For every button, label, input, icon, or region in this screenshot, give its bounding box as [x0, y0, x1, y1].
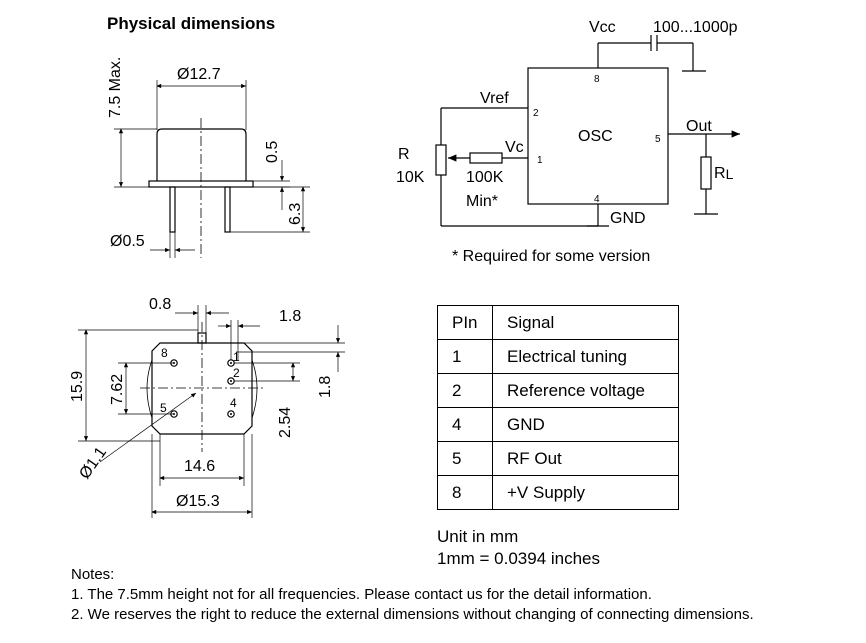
hole-diameter-label: Ø1.1 — [76, 444, 110, 482]
pin-spacing-y2-label: 1.8 — [317, 376, 334, 398]
signal-cell: Electrical tuning — [492, 339, 679, 374]
bottom-pin-5: 5 — [160, 401, 167, 415]
signal-cell: Reference voltage — [492, 373, 679, 408]
pin-cell: 2 — [437, 373, 493, 408]
load-label: RL — [714, 165, 734, 182]
pot-label: R — [398, 146, 410, 163]
pin-diameter-label: Ø0.5 — [110, 233, 145, 250]
bottom-pin-1: 1 — [233, 350, 240, 364]
table-row: 1 Electrical tuning — [437, 339, 679, 374]
gnd-label: GND — [610, 210, 646, 227]
pin-header: PIn — [437, 305, 493, 340]
table-row: 8 +V Supply — [437, 475, 679, 510]
page-title: Physical dimensions — [107, 14, 275, 33]
pin-table-header: PIn Signal — [437, 305, 679, 340]
pin-cell: 4 — [437, 407, 493, 442]
pin-cell: 1 — [437, 339, 493, 374]
note-item: 2. We reserves the right to reduce the e… — [71, 606, 754, 623]
side-view — [114, 80, 310, 258]
signal-cell: +V Supply — [492, 475, 679, 510]
vref-label: Vref — [480, 90, 509, 107]
note-item: 1. The 7.5mm height not for all frequenc… — [71, 586, 652, 603]
pin-offset-label: 0.8 — [149, 296, 171, 313]
footnote: * Required for some version — [452, 248, 650, 265]
bottom-view — [78, 305, 345, 518]
signal-header: Signal — [492, 305, 679, 340]
osc-pin-1: 1 — [537, 155, 543, 166]
width-inner-label: 14.6 — [184, 458, 215, 475]
pin-length-label: 6.3 — [287, 203, 304, 225]
application-circuit — [435, 35, 740, 227]
osc-pin-8: 8 — [594, 74, 600, 85]
osc-pin-4: 4 — [594, 194, 600, 205]
osc-pin-2: 2 — [533, 108, 539, 119]
vc-label: Vc — [505, 139, 524, 156]
series-resistor-note: Min* — [466, 193, 498, 210]
table-row: 5 RF Out — [437, 441, 679, 476]
units-line-1: Unit in mm — [437, 527, 519, 546]
signal-cell: RF Out — [492, 441, 679, 476]
pin-cell: 8 — [437, 475, 493, 510]
cap-label: 100...1000p — [653, 19, 738, 36]
notes-section: Notes: 1. The 7.5mm height not for all f… — [71, 565, 754, 625]
pin-pitch-label: 2.54 — [277, 407, 294, 438]
osc-label: OSC — [578, 128, 613, 145]
bottom-pin-2: 2 — [233, 366, 240, 380]
bottom-pin-4: 4 — [230, 396, 237, 410]
pin-spacing-x-label: 1.8 — [279, 308, 301, 325]
series-resistor-label: 100K — [466, 169, 504, 186]
height-max-label: 7.5 Max. — [107, 57, 124, 118]
flange-label: 0.5 — [264, 141, 281, 163]
vcc-label: Vcc — [589, 19, 616, 36]
signal-cell: GND — [492, 407, 679, 442]
width-outer-label: Ø15.3 — [176, 493, 220, 510]
bottom-pin-8: 8 — [161, 346, 168, 360]
pin-table: PIn Signal 1 Electrical tuning 2 Referen… — [437, 305, 679, 510]
pin-cell: 5 — [437, 441, 493, 476]
table-row: 2 Reference voltage — [437, 373, 679, 408]
osc-pin-5: 5 — [655, 134, 661, 145]
out-label: Out — [686, 118, 712, 135]
height-label: 15.9 — [69, 371, 86, 402]
pin-spacing-y-label: 7.62 — [109, 374, 126, 405]
pot-value-label: 10K — [396, 169, 425, 186]
notes-heading: Notes: — [71, 566, 115, 583]
table-row: 4 GND — [437, 407, 679, 442]
units-line-2: 1mm = 0.0394 inches — [437, 549, 601, 568]
units-note: Unit in mm 1mm = 0.0394 inches — [437, 526, 600, 570]
top-diameter-label: Ø12.7 — [177, 66, 221, 83]
